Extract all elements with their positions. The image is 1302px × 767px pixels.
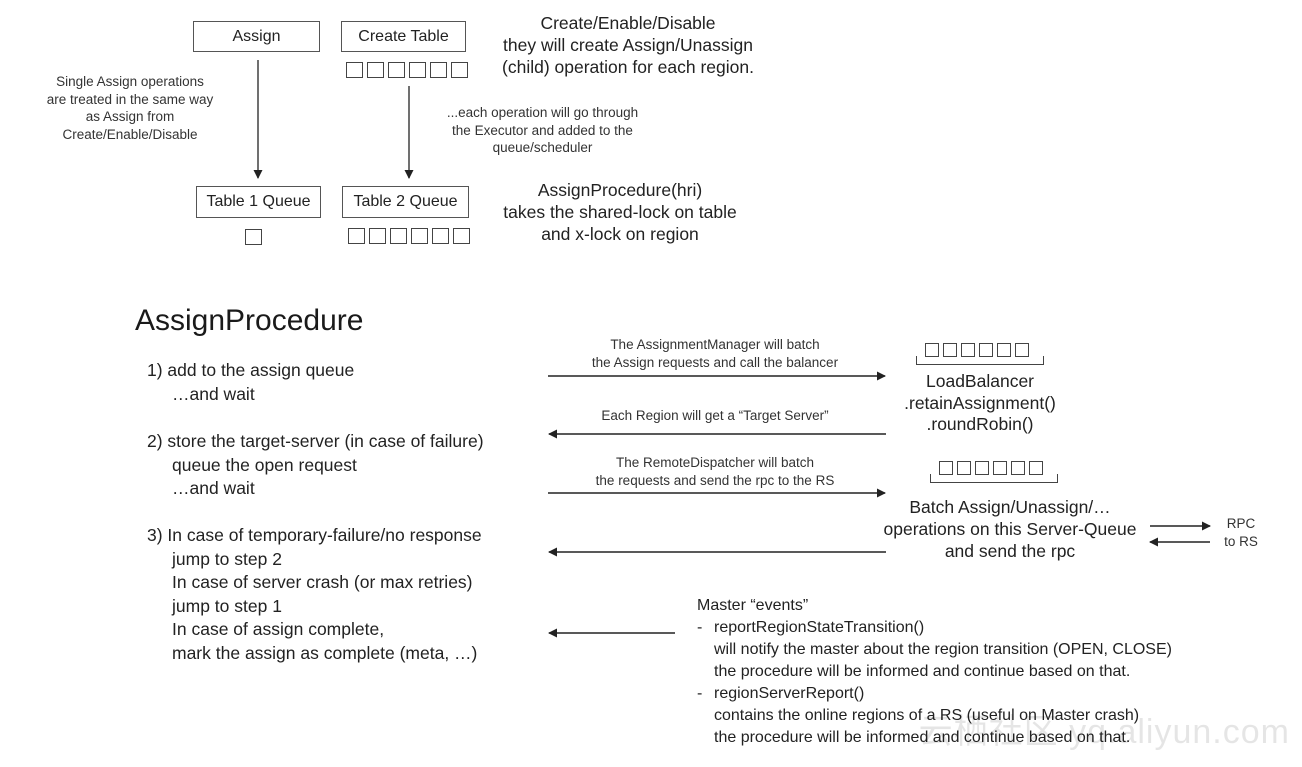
load-balancer-label: LoadBalancer .retainAssignment() .roundR… <box>904 371 1056 434</box>
watermark: 云栖社区 yq.aliyun.com <box>918 713 1290 751</box>
balancer-queue-bracket <box>916 356 1044 365</box>
table2-queue-slots <box>348 228 470 244</box>
arrow1-label: The AssignmentManager will batch the Ass… <box>591 337 839 370</box>
table1-queue-box: Table 1 Queue <box>196 186 321 218</box>
step-2: 2) store the target-server (in case of f… <box>147 431 484 498</box>
master-events: Master “events” - reportRegionStateTrans… <box>697 597 1172 746</box>
step-1: 1) add to the assign queue …and wait <box>147 360 355 404</box>
create-enable-disable-note: Create/Enable/Disable they will create A… <box>502 13 754 77</box>
balancer-queue-slots <box>925 343 1029 357</box>
executor-note: ...each operation will go through the Ex… <box>446 105 639 155</box>
section-title: AssignProcedure <box>135 304 364 337</box>
server-queue-bracket <box>930 474 1058 483</box>
batch-assign-label: Batch Assign/Unassign/… operations on th… <box>883 497 1137 561</box>
arrow3-label: The RemoteDispatcher will batch the requ… <box>595 455 835 488</box>
assign-procedure-locks-note: AssignProcedure(hri) takes the shared-lo… <box>503 180 737 244</box>
arrow2-label: Each Region will get a “Target Server” <box>601 408 829 423</box>
single-assign-note: Single Assign operations are treated in … <box>46 74 214 142</box>
table2-queue-box: Table 2 Queue <box>342 186 469 218</box>
table1-queue-slots <box>245 229 262 245</box>
step-3: 3) In case of temporary-failure/no respo… <box>147 525 482 663</box>
rpc-label: RPC to RS <box>1224 516 1258 549</box>
assign-box: Assign <box>193 21 320 52</box>
server-queue-slots <box>939 461 1043 475</box>
create-table-slots <box>346 62 468 78</box>
create-table-box: Create Table <box>341 21 466 52</box>
